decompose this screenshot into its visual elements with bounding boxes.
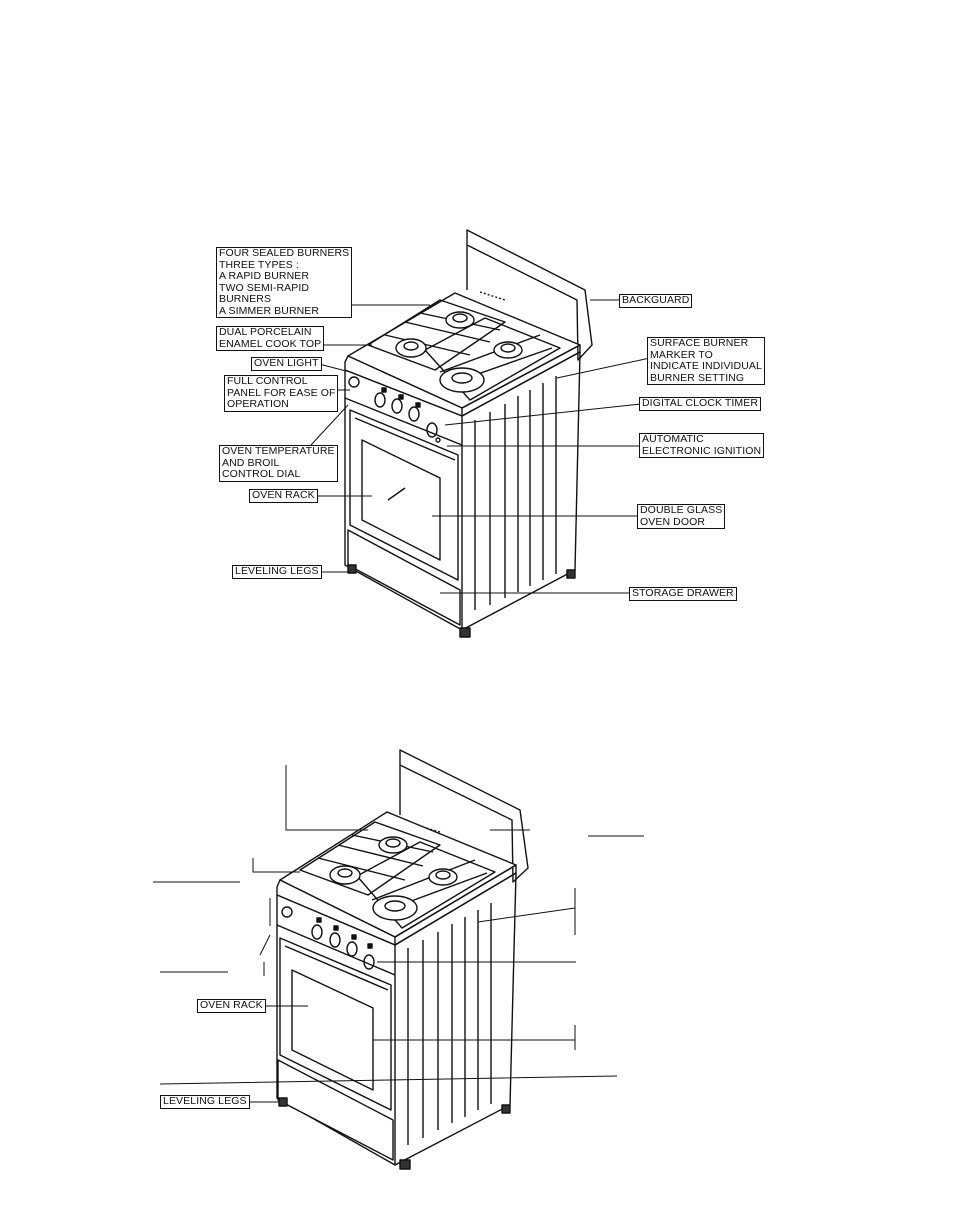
leader-lines-bottom (153, 765, 644, 1103)
range-body-top (344, 351, 581, 638)
leader-lines-top (310, 262, 651, 594)
label-burner-marker: SURFACE BURNER MARKER TO INDICATE INDIVI… (647, 337, 765, 385)
label-leveling-legs-bottom: LEVELING LEGS (160, 1095, 250, 1109)
label-oven-rack: OVEN RACK (249, 489, 318, 503)
label-clock-timer: DIGITAL CLOCK TIMER (639, 397, 762, 411)
label-oven-rack-bottom: OVEN RACK (197, 999, 266, 1013)
label-storage-drawer: STORAGE DRAWER (629, 587, 737, 601)
label-oven-door: DOUBLE GLASS OVEN DOOR (637, 504, 726, 529)
burner-grates-bottom (299, 821, 496, 929)
burner-grates-top (367, 299, 561, 401)
label-cook-top: DUAL PORCELAIN ENAMEL COOK TOP (216, 326, 325, 351)
range-body-bottom (276, 872, 517, 1170)
label-ignition: AUTOMATIC ELECTRONIC IGNITION (639, 433, 765, 458)
label-sealed-burners: FOUR SEALED BURNERS THREE TYPES : A RAPI… (216, 247, 353, 318)
label-oven-light: OVEN LIGHT (251, 357, 322, 371)
label-backguard: BACKGUARD (619, 294, 693, 308)
label-leveling-legs: LEVELING LEGS (232, 565, 322, 579)
label-temperature-dial: OVEN TEMPERATURE AND BROIL CONTROL DIAL (219, 445, 338, 482)
label-control-panel: FULL CONTROL PANEL FOR EASE OF OPERATION (224, 375, 339, 412)
